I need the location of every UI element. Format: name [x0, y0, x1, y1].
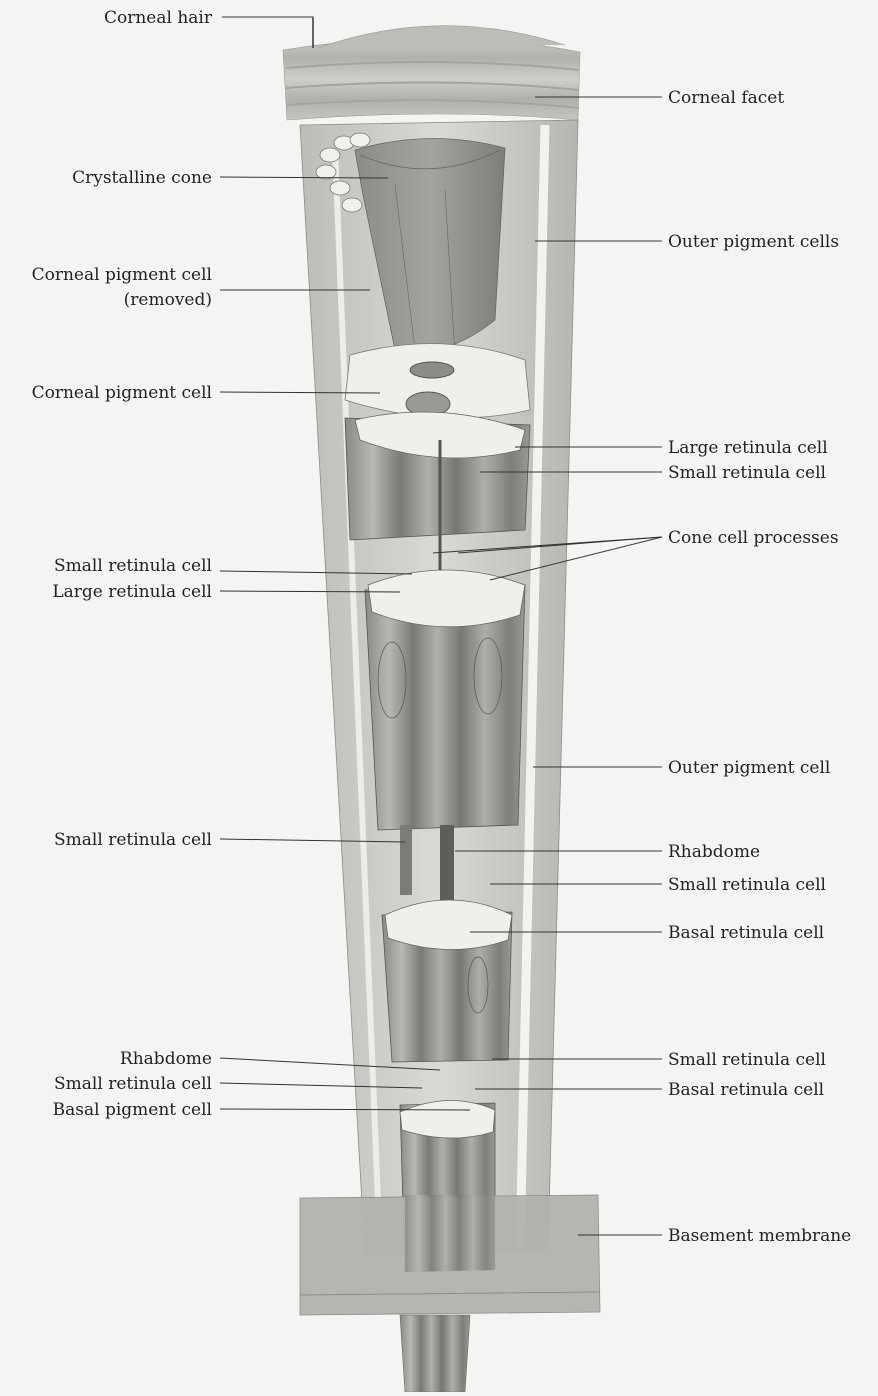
label-small-retinula-cell: Small retinula cell [668, 875, 826, 895]
label-crystalline-cone: Crystalline cone [72, 168, 212, 188]
basement-membrane-shape [300, 1195, 600, 1315]
labels-right: Corneal facet Outer pigment cells Large … [668, 88, 851, 1246]
label-small-retinula-cell: Small retinula cell [54, 556, 212, 576]
label-large-retinula-cell: Large retinula cell [668, 438, 828, 458]
label-small-retinula-cell: Small retinula cell [668, 1050, 826, 1070]
middle-retinula-bundle [365, 570, 525, 830]
label-small-retinula-cell: Small retinula cell [54, 1074, 212, 1094]
label-rhabdome: Rhabdome [120, 1049, 212, 1069]
label-corneal-pigment-cell-removed: Corneal pigment cell [32, 265, 212, 285]
label-large-retinula-cell: Large retinula cell [52, 582, 212, 602]
label-removed: (removed) [124, 290, 212, 310]
corneal-pigment-cell-section [345, 344, 530, 418]
label-outer-pigment-cell: Outer pigment cell [668, 758, 830, 778]
label-corneal-facet: Corneal facet [668, 88, 784, 108]
label-corneal-pigment-cell: Corneal pigment cell [32, 383, 212, 403]
label-outer-pigment-cells: Outer pigment cells [668, 232, 839, 252]
label-cone-cell-processes: Cone cell processes [668, 528, 839, 548]
label-rhabdome: Rhabdome [668, 842, 760, 862]
lower-retinula-bundle [382, 900, 512, 1062]
rhabdome-shape [440, 825, 454, 910]
label-small-retinula-cell: Small retinula cell [54, 830, 212, 850]
label-corneal-hair: Corneal hair [104, 8, 213, 28]
label-basement-membrane: Basement membrane [668, 1226, 851, 1246]
label-basal-retinula-cell: Basal retinula cell [668, 923, 824, 943]
nerve-bundle [400, 1315, 470, 1392]
labels-left: Corneal hair Crystalline cone Corneal pi… [32, 8, 213, 1120]
cornea [283, 18, 580, 120]
label-small-retinula-cell: Small retinula cell [668, 463, 826, 483]
label-basal-retinula-cell: Basal retinula cell [668, 1080, 824, 1100]
label-basal-pigment-cell: Basal pigment cell [53, 1100, 212, 1120]
